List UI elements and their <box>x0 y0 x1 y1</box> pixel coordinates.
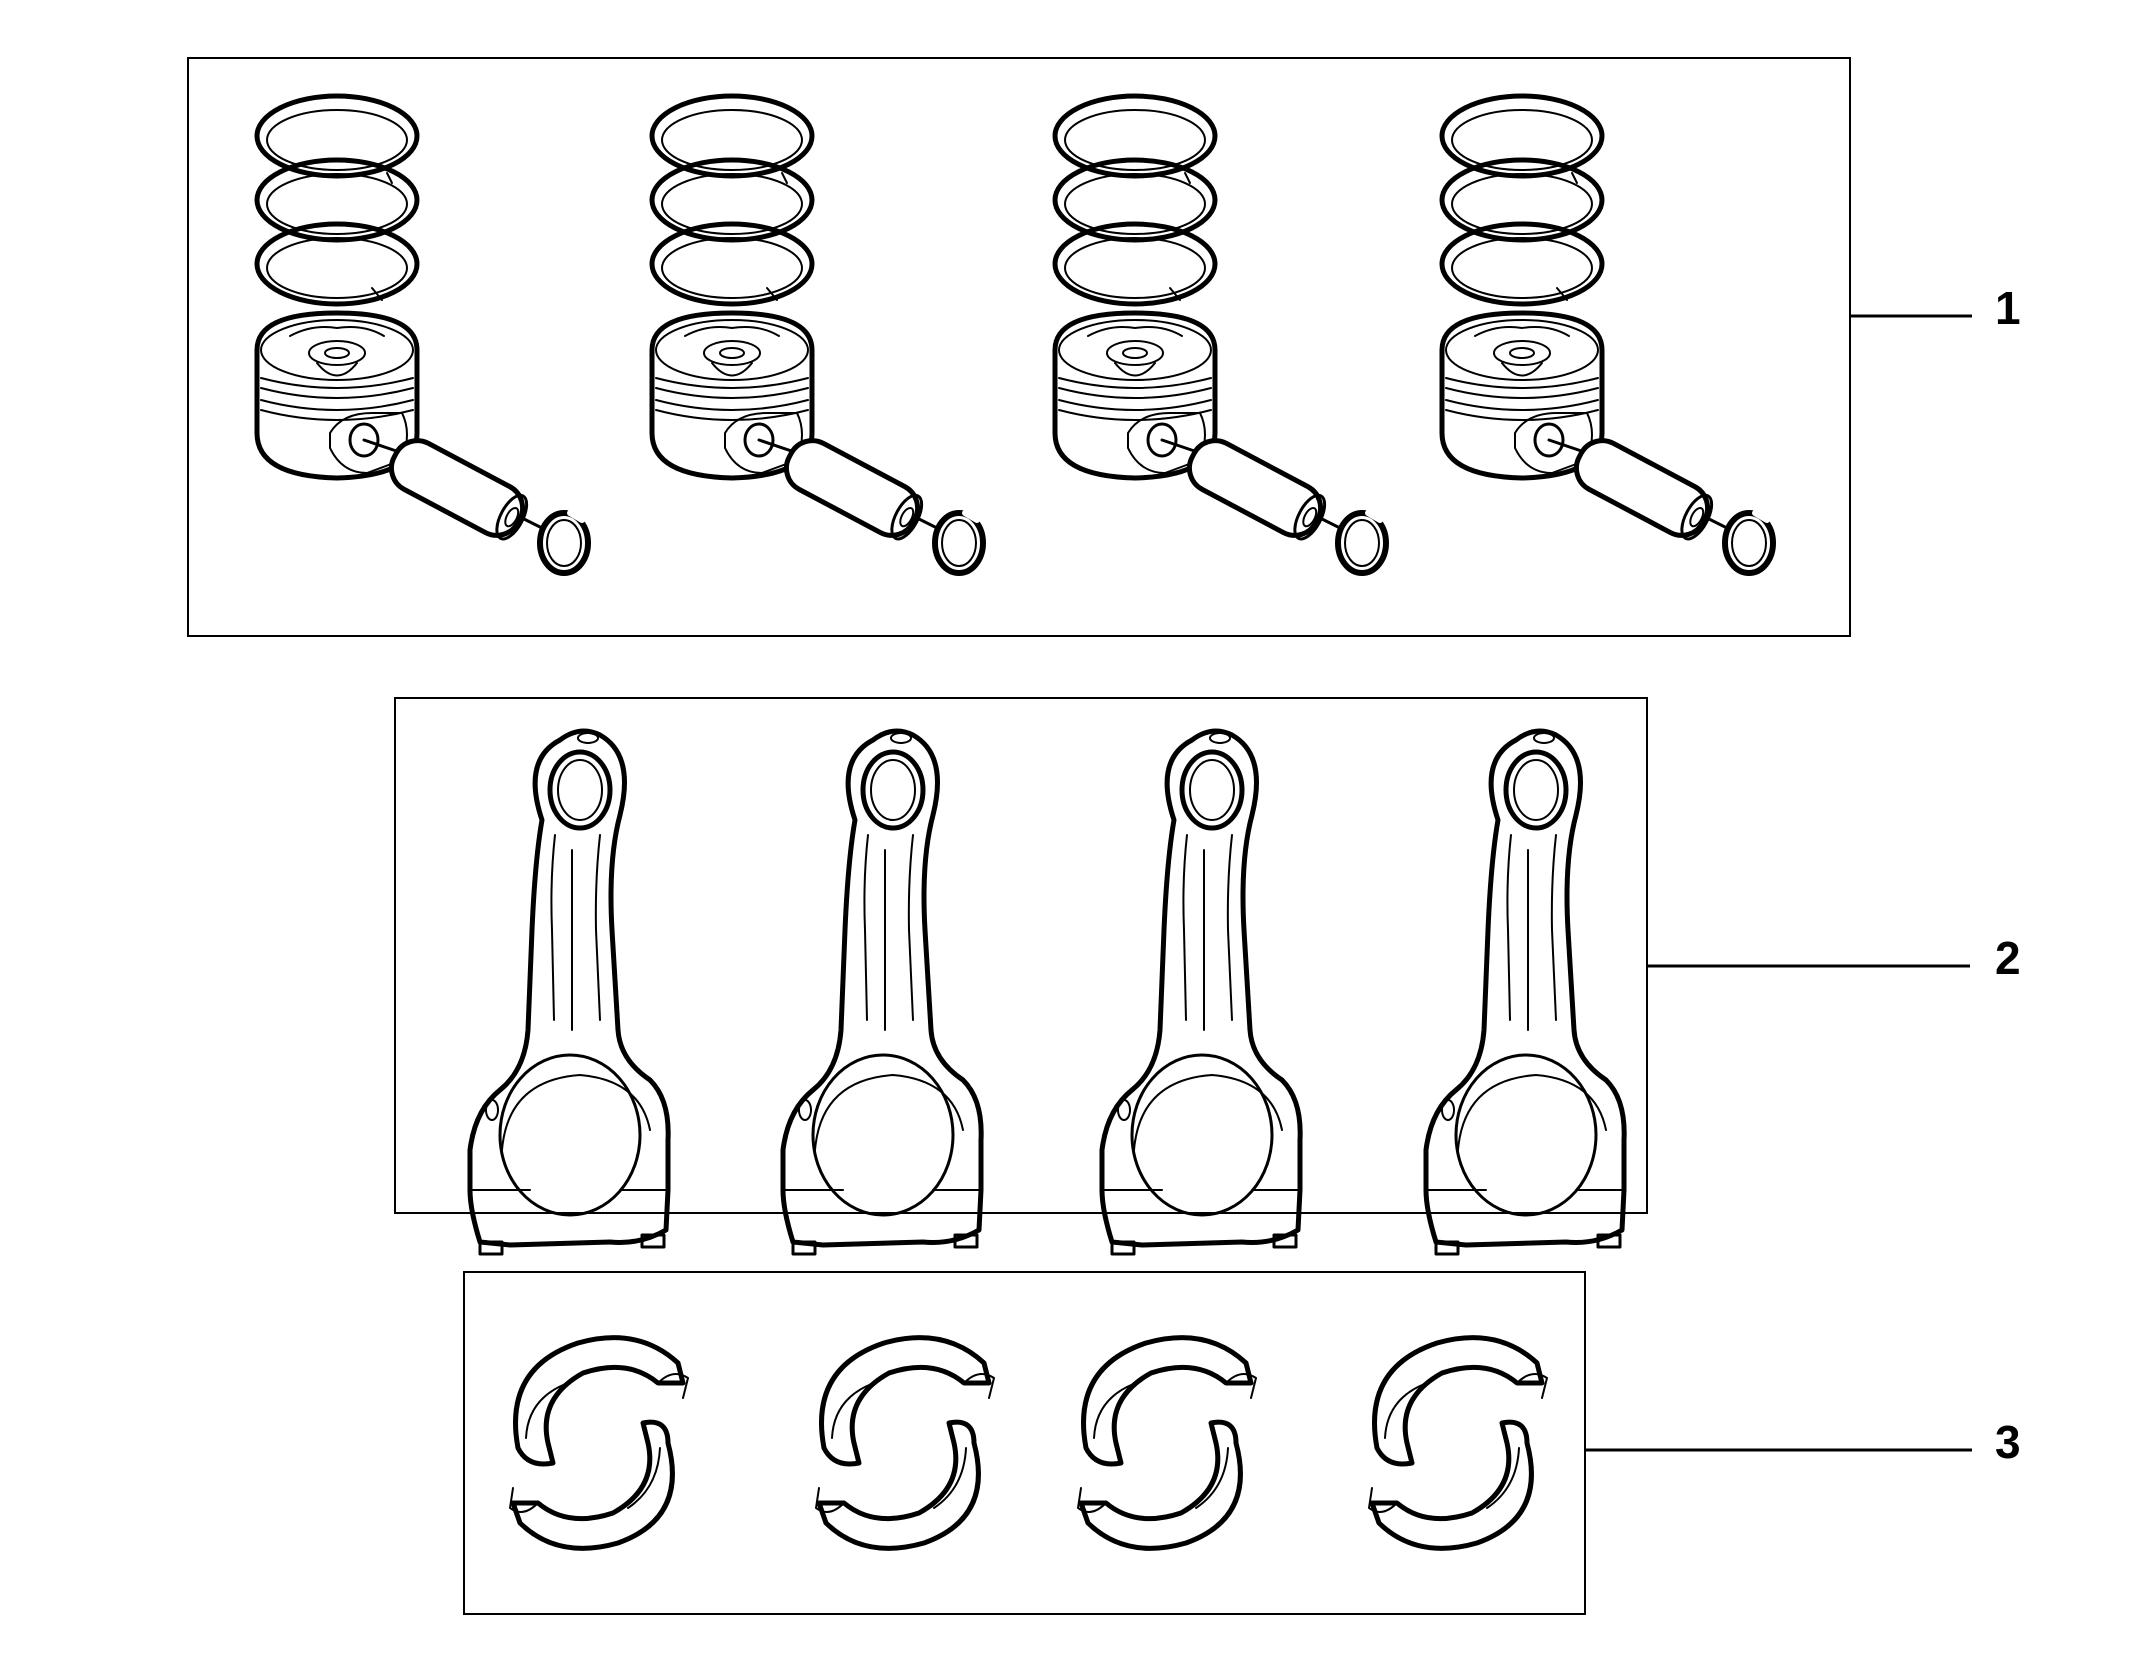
connecting-rod-icon <box>470 731 668 1254</box>
bearing-shell-icon <box>816 1338 994 1549</box>
piston-assembly-icon <box>1442 96 1773 573</box>
connecting-rod-icon <box>783 731 981 1254</box>
callout-2-label: 2 <box>1995 932 2021 984</box>
connecting-rod-icon <box>1102 731 1300 1254</box>
bearing-shell-icon <box>1369 1338 1547 1549</box>
group-3-frame <box>463 1271 1586 1615</box>
piston-assembly-icon <box>257 96 588 573</box>
bearing-shell-icon <box>1078 1338 1256 1549</box>
callout-3-label: 3 <box>1995 1416 2021 1468</box>
piston-assembly-icon <box>1055 96 1386 573</box>
piston-assembly-icon <box>652 96 983 573</box>
group-1-frame <box>187 57 1851 637</box>
bearing-shell-icon <box>510 1338 688 1549</box>
group-1-piston-kits: 1 <box>187 57 2021 637</box>
group-3-bearing-shells: 3 <box>463 1271 2021 1615</box>
connecting-rod-icon <box>1426 731 1624 1254</box>
group-2-connecting-rods: 2 <box>394 697 2021 1254</box>
group-2-frame <box>394 697 1648 1214</box>
callout-1-label: 1 <box>1995 282 2021 334</box>
